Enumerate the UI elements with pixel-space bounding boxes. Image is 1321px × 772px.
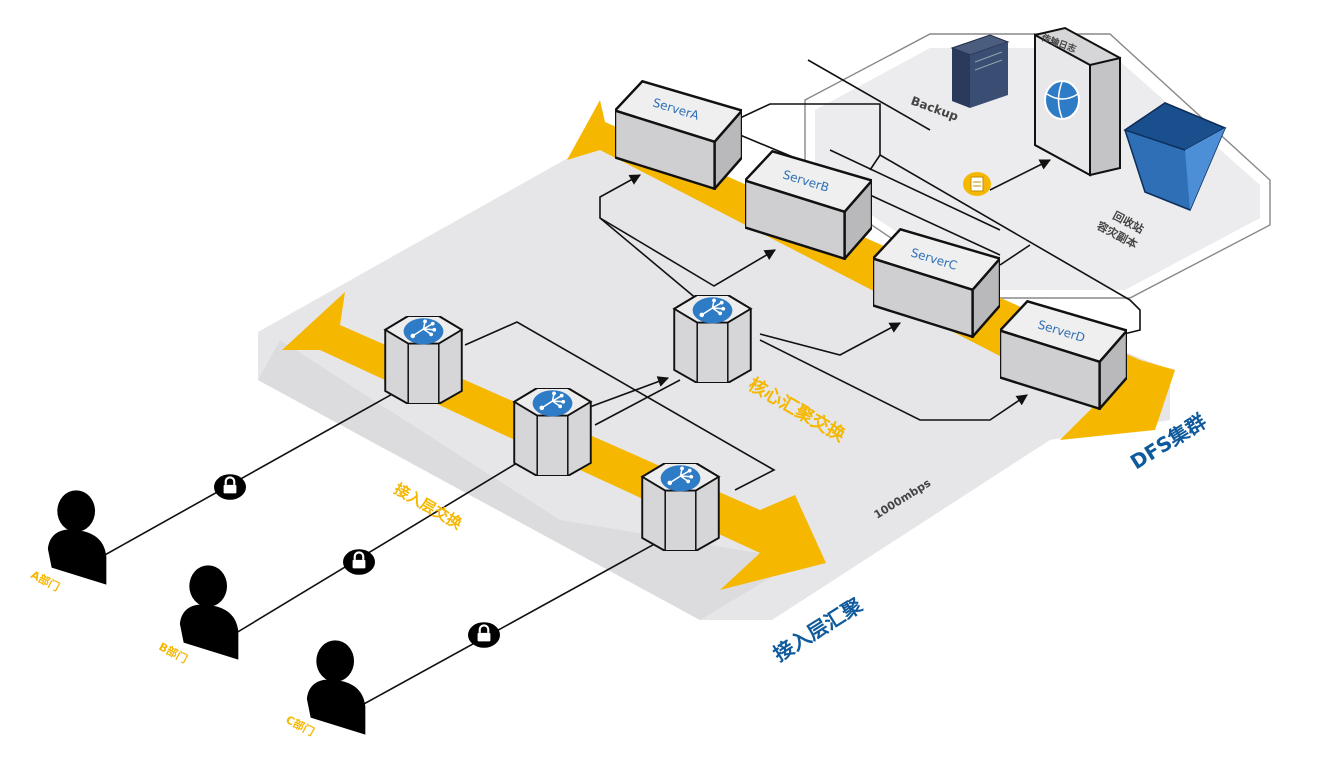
dept-a-label: A部门 [29,567,63,594]
wire-core-serverC [759,322,901,356]
backup-server-icon[interactable] [950,34,1010,108]
server-b[interactable]: ServerB [745,150,872,260]
globe-icon [1044,80,1080,120]
core-switch[interactable] [673,295,752,383]
storage-bucket-icon[interactable] [1123,102,1227,211]
wire-c-dept [361,529,681,706]
user-silhouette-icon [47,490,107,585]
access-switch-1[interactable] [384,316,463,404]
wire-sw1-sw3 [464,321,776,491]
log-document-icon [963,172,991,196]
department-c-user[interactable] [306,640,366,735]
wire-core-serverB [599,217,776,287]
server-a[interactable]: ServerA [615,80,742,190]
log-server[interactable] [1034,26,1121,177]
lock-icon [468,622,500,648]
department-a-user[interactable] [47,490,107,585]
wire-server-mesh [739,103,1141,336]
dept-b-label: B部门 [157,639,190,666]
wire-backup-link [807,59,1001,231]
wire-core-loop [599,174,711,311]
access-switch-3[interactable] [641,463,720,551]
wire-b-dept [235,442,551,634]
backup-zone-floor [815,48,1260,290]
access-switch-2[interactable] [513,388,592,476]
server-d[interactable]: ServerD [1000,300,1127,410]
wire-a-dept [102,382,413,557]
wire-core-serverD [759,339,1028,421]
department-b-user[interactable] [179,565,239,660]
wire-log-to-archive [989,159,1052,191]
wire-sw2-sw4 [594,379,681,426]
lock-icon [343,549,375,575]
server-c[interactable]: ServerC [873,228,1000,338]
access-switch-label: 接入层交换 [391,480,466,534]
lock-icon [214,474,246,500]
